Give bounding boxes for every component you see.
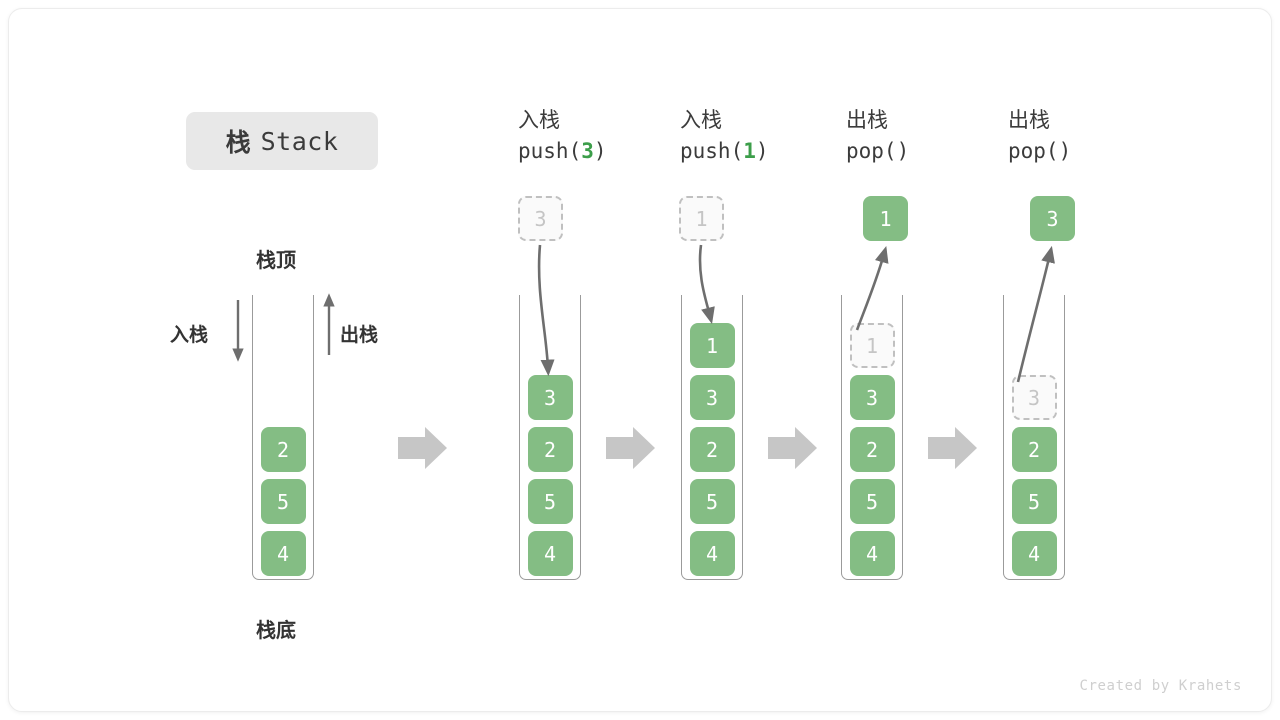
- code-pre: push(: [680, 139, 744, 164]
- stack-cells: 4 5 2: [252, 420, 314, 576]
- code-post: ): [896, 139, 910, 164]
- title-badge: 栈 Stack: [186, 112, 378, 170]
- header-label-code: pop(): [846, 138, 909, 164]
- header-label-code: push(1): [680, 138, 769, 164]
- header-label-cn: 入栈: [518, 109, 560, 132]
- footer-credit: Created by Krahets: [1079, 678, 1242, 694]
- stack-wall: [519, 295, 581, 580]
- stack-cell: 4: [849, 531, 895, 576]
- code-post: ): [1058, 139, 1072, 164]
- code-post: ): [755, 139, 769, 164]
- code-post: ): [593, 139, 607, 164]
- code-arg: 1: [743, 139, 756, 164]
- header-label-code: pop(): [1008, 138, 1071, 164]
- column-header-push-1: 入栈 push(1): [680, 108, 769, 165]
- stack-cell: 2: [260, 427, 306, 472]
- stack-cell: 2: [689, 427, 735, 472]
- stack-cell: 2: [1011, 427, 1057, 472]
- stack-cell: 5: [689, 479, 735, 524]
- stack-cell: 3: [689, 375, 735, 420]
- column-header-push-3: 入栈 push(3): [518, 108, 607, 165]
- stack-cell: 3: [527, 375, 573, 420]
- header-label-cn: 出栈: [1008, 109, 1050, 132]
- title-chinese: 栈: [225, 129, 251, 157]
- header-label-cn: 出栈: [846, 109, 888, 132]
- stack-wall: [681, 295, 743, 580]
- stack-cell: 5: [849, 479, 895, 524]
- floating-box-push-1: 1: [679, 196, 724, 241]
- stack-cells: 4 5 2 3 1: [681, 316, 743, 576]
- stack-cell: 3: [849, 375, 895, 420]
- stack-cell-ghost: 1: [849, 323, 895, 368]
- stack-cell: 2: [849, 427, 895, 472]
- stack-cell: 2: [527, 427, 573, 472]
- column-header-pop-1: 出栈 pop(): [846, 108, 909, 165]
- stack-cell: 1: [689, 323, 735, 368]
- stack-cell: 5: [1011, 479, 1057, 524]
- floating-box-pop-3: 3: [1030, 196, 1075, 241]
- floating-box-pop-1: 1: [863, 196, 908, 241]
- column-header-pop-3: 出栈 pop(): [1008, 108, 1071, 165]
- code-pre: push(: [518, 139, 582, 164]
- stack-cell: 4: [1011, 531, 1057, 576]
- stack-push-3: 4 5 2 3: [519, 295, 581, 580]
- stack-push-1: 4 5 2 3 1: [681, 295, 743, 580]
- code-pre: pop(: [846, 139, 897, 164]
- stack-wall: [1003, 295, 1065, 580]
- stack-cells: 4 5 2 3 1: [841, 316, 903, 576]
- pop-side-label: 出栈: [340, 325, 379, 346]
- stack-bottom-label: 栈底: [256, 620, 296, 642]
- stack-cells: 4 5 2 3: [1003, 368, 1065, 576]
- code-pre: pop(: [1008, 139, 1059, 164]
- stack-cell-ghost: 3: [1011, 375, 1057, 420]
- stack-cell: 4: [260, 531, 306, 576]
- stack-initial: 4 5 2: [252, 295, 314, 580]
- stack-wall: [252, 295, 314, 580]
- title-english: Stack: [260, 126, 339, 156]
- stack-cell: 5: [527, 479, 573, 524]
- stack-pop-3: 4 5 2 3: [1003, 295, 1065, 580]
- stack-pop-1: 4 5 2 3 1: [841, 295, 903, 580]
- header-label-code: push(3): [518, 138, 607, 164]
- code-arg: 3: [581, 139, 594, 164]
- stack-cell: 4: [689, 531, 735, 576]
- stack-cell: 5: [260, 479, 306, 524]
- push-side-label: 入栈: [170, 325, 209, 346]
- stack-cell: 4: [527, 531, 573, 576]
- stack-top-label: 栈顶: [256, 250, 296, 272]
- stack-wall: [841, 295, 903, 580]
- floating-box-push-3: 3: [518, 196, 563, 241]
- header-label-cn: 入栈: [680, 109, 722, 132]
- stack-cells: 4 5 2 3: [519, 368, 581, 576]
